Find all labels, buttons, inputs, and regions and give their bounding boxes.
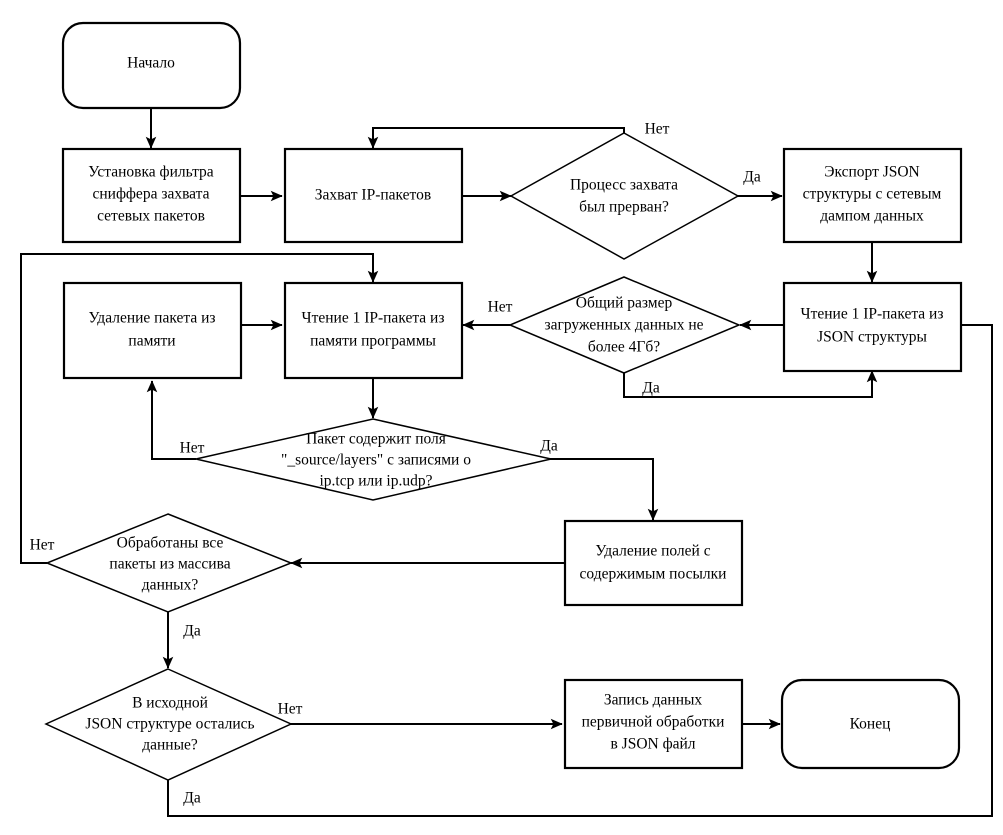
- edge-label-json-has-data-yes: Да: [183, 790, 201, 807]
- node-write-result[interactable]: Запись данных первичной обработки в JSON…: [563, 678, 744, 770]
- read-from-json-label-line2: JSON структуры: [817, 329, 927, 346]
- write-result-label-line3: в JSON файл: [610, 736, 695, 753]
- export-json-shape[interactable]: [782, 147, 963, 244]
- read-from-memory-label-line2: памяти программы: [310, 333, 436, 350]
- all-processed-label-line3: данных?: [142, 577, 199, 594]
- node-capture[interactable]: Захват IP-пакетов: [283, 147, 464, 244]
- capture-interrupted-label-line2: был прерван?: [579, 199, 669, 216]
- capture-interrupted-shape[interactable]: [509, 132, 740, 260]
- edge-label-has-fields-yes: Да: [540, 438, 558, 455]
- all-processed-label-line2: пакеты из массива: [109, 556, 230, 573]
- read-from-json-label-line1: Чтение 1 IP-пакета из: [801, 306, 944, 323]
- node-delete-packet[interactable]: Удаление пакета из памяти: [62, 281, 243, 380]
- edge-has-fields-no-to-delete-packet: [146, 380, 196, 460]
- has-fields-label-line1: Пакет содержит поля: [306, 431, 446, 448]
- edge-label-size-check-no: Нет: [488, 299, 513, 316]
- edge-label-interrupted-yes: Да: [743, 169, 761, 186]
- capture-shape[interactable]: [283, 147, 464, 244]
- json-has-data-label-line2: JSON структуре остались: [85, 716, 254, 733]
- size-check-label-line3: более 4Гб?: [588, 339, 660, 356]
- write-result-label-line2: первичной обработки: [582, 714, 725, 731]
- delete-fields-shape[interactable]: [563, 519, 744, 607]
- delete-packet-label-line2: памяти: [128, 333, 175, 350]
- connector-layer: [20, 108, 993, 817]
- edge-label-size-check-yes: Да: [642, 380, 660, 397]
- start-terminator-shape[interactable]: [61, 21, 242, 110]
- write-result-shape[interactable]: [563, 678, 744, 770]
- size-check-label-line1: Общий размер: [576, 295, 673, 312]
- capture-interrupted-label-line1: Процесс захвата: [570, 177, 678, 194]
- write-result-label-line1: Запись данных: [604, 692, 703, 709]
- read-from-memory-label-line1: Чтение 1 IP-пакета из: [302, 310, 445, 327]
- node-size-check[interactable]: Общий размер загруженных данных не более…: [508, 276, 741, 374]
- set-filter-label-line2: сниффера захвата: [92, 186, 209, 203]
- json-has-data-label-line3: данные?: [142, 737, 198, 754]
- edge-label-layer: Нет Да Нет Да Нет Да Нет Да Нет Да: [30, 121, 761, 807]
- node-json-has-data[interactable]: В исходной JSON структуре остались данны…: [44, 668, 293, 781]
- edge-has-fields-yes-to-delete-fields: [550, 458, 659, 521]
- edge-label-json-has-data-no: Нет: [278, 701, 303, 718]
- start-label: Начало: [127, 55, 175, 72]
- all-processed-shape[interactable]: [45, 513, 294, 613]
- node-delete-fields[interactable]: Удаление полей с содержимым посылки: [563, 519, 744, 607]
- json-has-data-label-line1: В исходной: [132, 695, 208, 712]
- delete-packet-label-line1: Удаление пакета из: [89, 310, 216, 327]
- edge-label-interrupted-no: Нет: [645, 121, 670, 138]
- end-terminator-shape[interactable]: [780, 678, 961, 770]
- set-filter-label-line3: сетевых пакетов: [97, 208, 205, 225]
- set-filter-label-line1: Установка фильтра: [88, 164, 214, 181]
- node-export-json[interactable]: Экспорт JSON структуры с сетевым дампом …: [782, 147, 963, 244]
- has-fields-label-line3: ip.tcp или ip.udp?: [319, 473, 432, 490]
- node-end[interactable]: Конец: [780, 678, 961, 770]
- read-from-memory-shape[interactable]: [283, 281, 464, 380]
- edge-json-has-data-yes-loop: [167, 319, 993, 817]
- read-from-json-shape[interactable]: [782, 281, 963, 373]
- export-json-label-line3: дампом данных: [820, 208, 924, 225]
- node-has-fields[interactable]: Пакет содержит поля "_source/layers" с з…: [195, 418, 552, 501]
- edge-label-has-fields-no: Нет: [180, 440, 205, 457]
- delete-fields-label-line2: содержимым посылки: [580, 566, 727, 583]
- edge-size-check-yes-loop: [623, 370, 878, 398]
- delete-fields-label-line1: Удаление полей с: [595, 543, 710, 560]
- node-capture-interrupted[interactable]: Процесс захвата был прерван?: [509, 132, 740, 260]
- capture-label-line1: Захват IP-пакетов: [315, 187, 431, 204]
- node-read-from-json[interactable]: Чтение 1 IP-пакета из JSON структуры: [782, 281, 963, 373]
- export-json-label-line1: Экспорт JSON: [824, 164, 920, 181]
- has-fields-label-line2: "_source/layers" с записями о: [281, 452, 471, 469]
- json-has-data-shape[interactable]: [44, 668, 293, 781]
- size-check-shape[interactable]: [508, 276, 741, 374]
- edge-all-processed-no-loop: [20, 253, 379, 564]
- export-json-label-line2: структуры с сетевым: [803, 186, 942, 203]
- node-all-processed[interactable]: Обработаны все пакеты из массива данных?: [45, 513, 294, 613]
- edge-label-all-processed-yes: Да: [183, 623, 201, 640]
- node-read-from-memory[interactable]: Чтение 1 IP-пакета из памяти программы: [283, 281, 464, 380]
- size-check-label-line2: загруженных данных не: [544, 317, 703, 334]
- has-fields-shape[interactable]: [195, 418, 552, 501]
- end-label: Конец: [850, 716, 891, 733]
- set-filter-shape[interactable]: [61, 147, 242, 244]
- edge-label-all-processed-no: Нет: [30, 537, 55, 554]
- node-set-filter[interactable]: Установка фильтра сниффера захвата сетев…: [61, 147, 242, 244]
- delete-packet-shape[interactable]: [62, 281, 243, 380]
- node-start[interactable]: Начало: [61, 21, 242, 110]
- all-processed-label-line1: Обработаны все: [117, 535, 224, 552]
